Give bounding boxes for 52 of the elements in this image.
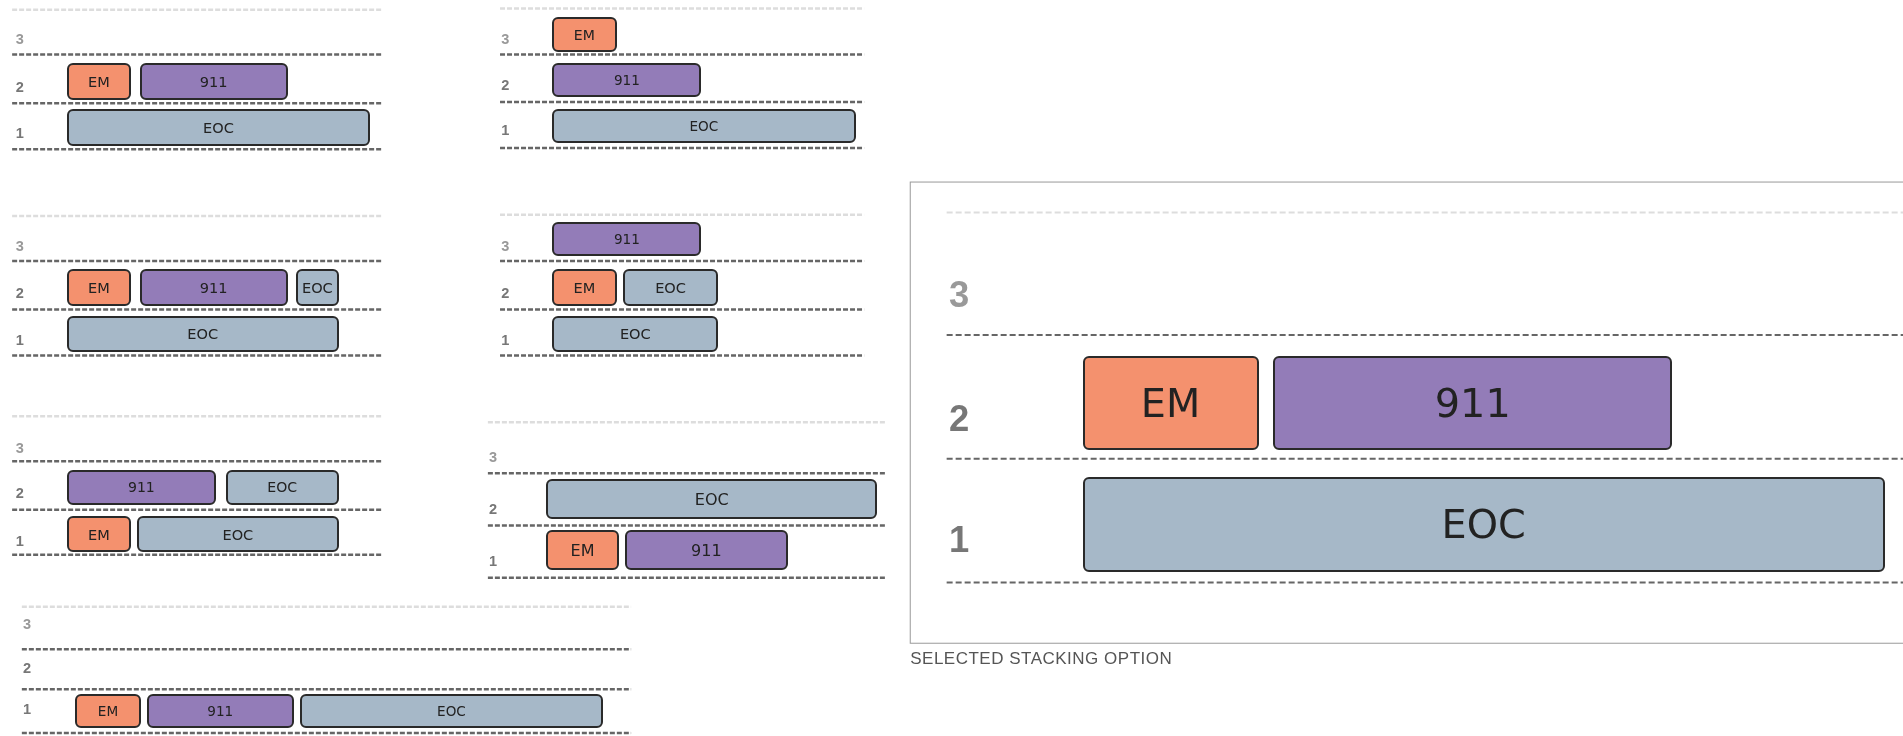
stack-block: EM <box>75 694 141 729</box>
caption: SELECTED STACKING OPTION <box>910 649 1173 670</box>
level-number: 1 <box>23 701 32 719</box>
level-number: 2 <box>15 284 24 303</box>
level-number: 1 <box>489 553 498 571</box>
stack-block: EM <box>66 515 132 553</box>
stack-block: EOC <box>552 315 719 352</box>
stack-block: 911 <box>139 63 288 100</box>
level-number: 1 <box>949 518 970 562</box>
stack-block: EOC <box>552 109 856 144</box>
level-number: 1 <box>15 332 24 350</box>
level-number: 2 <box>949 396 970 441</box>
stack-block: EOC <box>137 515 339 553</box>
stack-block: 911 <box>146 694 294 729</box>
stack-block: EOC <box>1082 476 1885 572</box>
level-number: 2 <box>501 284 510 303</box>
stack-block: EOC <box>546 479 878 520</box>
stack-block: EM <box>1082 355 1259 451</box>
level-number: 1 <box>15 532 24 550</box>
stack-block: EOC <box>299 694 604 729</box>
level-number: 1 <box>501 332 510 350</box>
level-number: 3 <box>15 237 24 256</box>
stack-block: 911 <box>66 469 216 505</box>
level-number: 1 <box>15 124 24 143</box>
stack-block: 911 <box>1273 355 1673 451</box>
stack-block: EM <box>552 17 617 53</box>
level-number: 3 <box>501 31 510 49</box>
stack-block: EOC <box>622 269 719 306</box>
level-number: 1 <box>501 122 510 140</box>
stack-block: EM <box>552 269 617 306</box>
level-number: 2 <box>15 78 24 97</box>
stack-block: 911 <box>139 269 288 306</box>
stack-block: EOC <box>296 269 339 306</box>
stack-block: EOC <box>225 469 339 505</box>
level-number: 3 <box>489 448 498 467</box>
level-number: 3 <box>501 237 510 256</box>
stack-block: 911 <box>625 530 788 571</box>
level-number: 3 <box>15 31 24 49</box>
stack-block: EM <box>66 269 132 306</box>
stack-block: 911 <box>552 222 702 257</box>
level-number: 3 <box>23 616 32 634</box>
level-number: 2 <box>501 77 510 95</box>
stack-block: EOC <box>66 109 371 146</box>
stack-block: EM <box>66 63 132 100</box>
stack-block: EOC <box>66 315 339 352</box>
level-number: 3 <box>15 440 24 458</box>
level-number: 2 <box>489 501 498 519</box>
level-number: 2 <box>23 659 32 678</box>
stack-block: 911 <box>552 63 702 98</box>
stack-block: EM <box>546 530 619 571</box>
level-number: 3 <box>949 273 970 317</box>
level-number: 2 <box>15 485 24 503</box>
